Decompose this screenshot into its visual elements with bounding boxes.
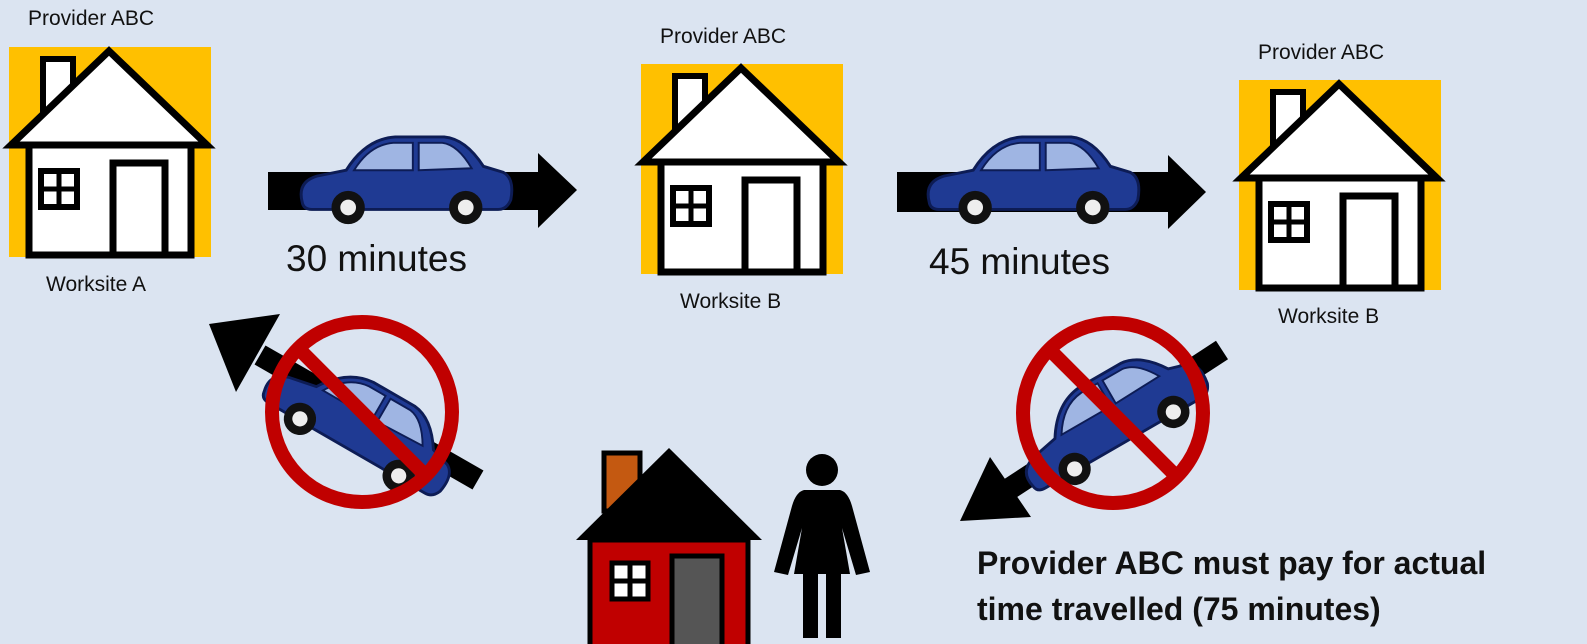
trip-arrow-2-icon bbox=[897, 135, 1206, 229]
trip-arrow-1-icon bbox=[268, 135, 577, 228]
payment-note-line-1: Provider ABC must pay for actual bbox=[977, 545, 1487, 581]
site-1-worksite-label: Worksite A bbox=[46, 273, 146, 296]
site-2-provider-label: Provider ABC bbox=[660, 25, 787, 48]
site-3-worksite-label: Worksite B bbox=[1278, 305, 1380, 328]
payment-note: Provider ABC must pay for actual time tr… bbox=[977, 540, 1486, 632]
no-return-trip-right-icon bbox=[960, 316, 1229, 521]
trip-2-duration: 45 minutes bbox=[929, 241, 1110, 282]
payment-note-line-2: time travelled (75 minutes) bbox=[977, 591, 1381, 627]
site-1-provider-label: Provider ABC bbox=[28, 7, 155, 30]
site-2-worksite-label: Worksite B bbox=[680, 290, 782, 313]
no-return-trip-left-icon bbox=[209, 314, 484, 514]
home-house-icon bbox=[576, 448, 762, 644]
worksite-a-house-icon bbox=[9, 47, 211, 257]
worksite-b-house-icon bbox=[641, 64, 843, 274]
person-icon bbox=[774, 454, 870, 638]
site-3-provider-label: Provider ABC bbox=[1258, 41, 1385, 64]
worksite-b2-house-icon bbox=[1239, 80, 1441, 290]
trip-1-duration: 30 minutes bbox=[286, 238, 467, 279]
